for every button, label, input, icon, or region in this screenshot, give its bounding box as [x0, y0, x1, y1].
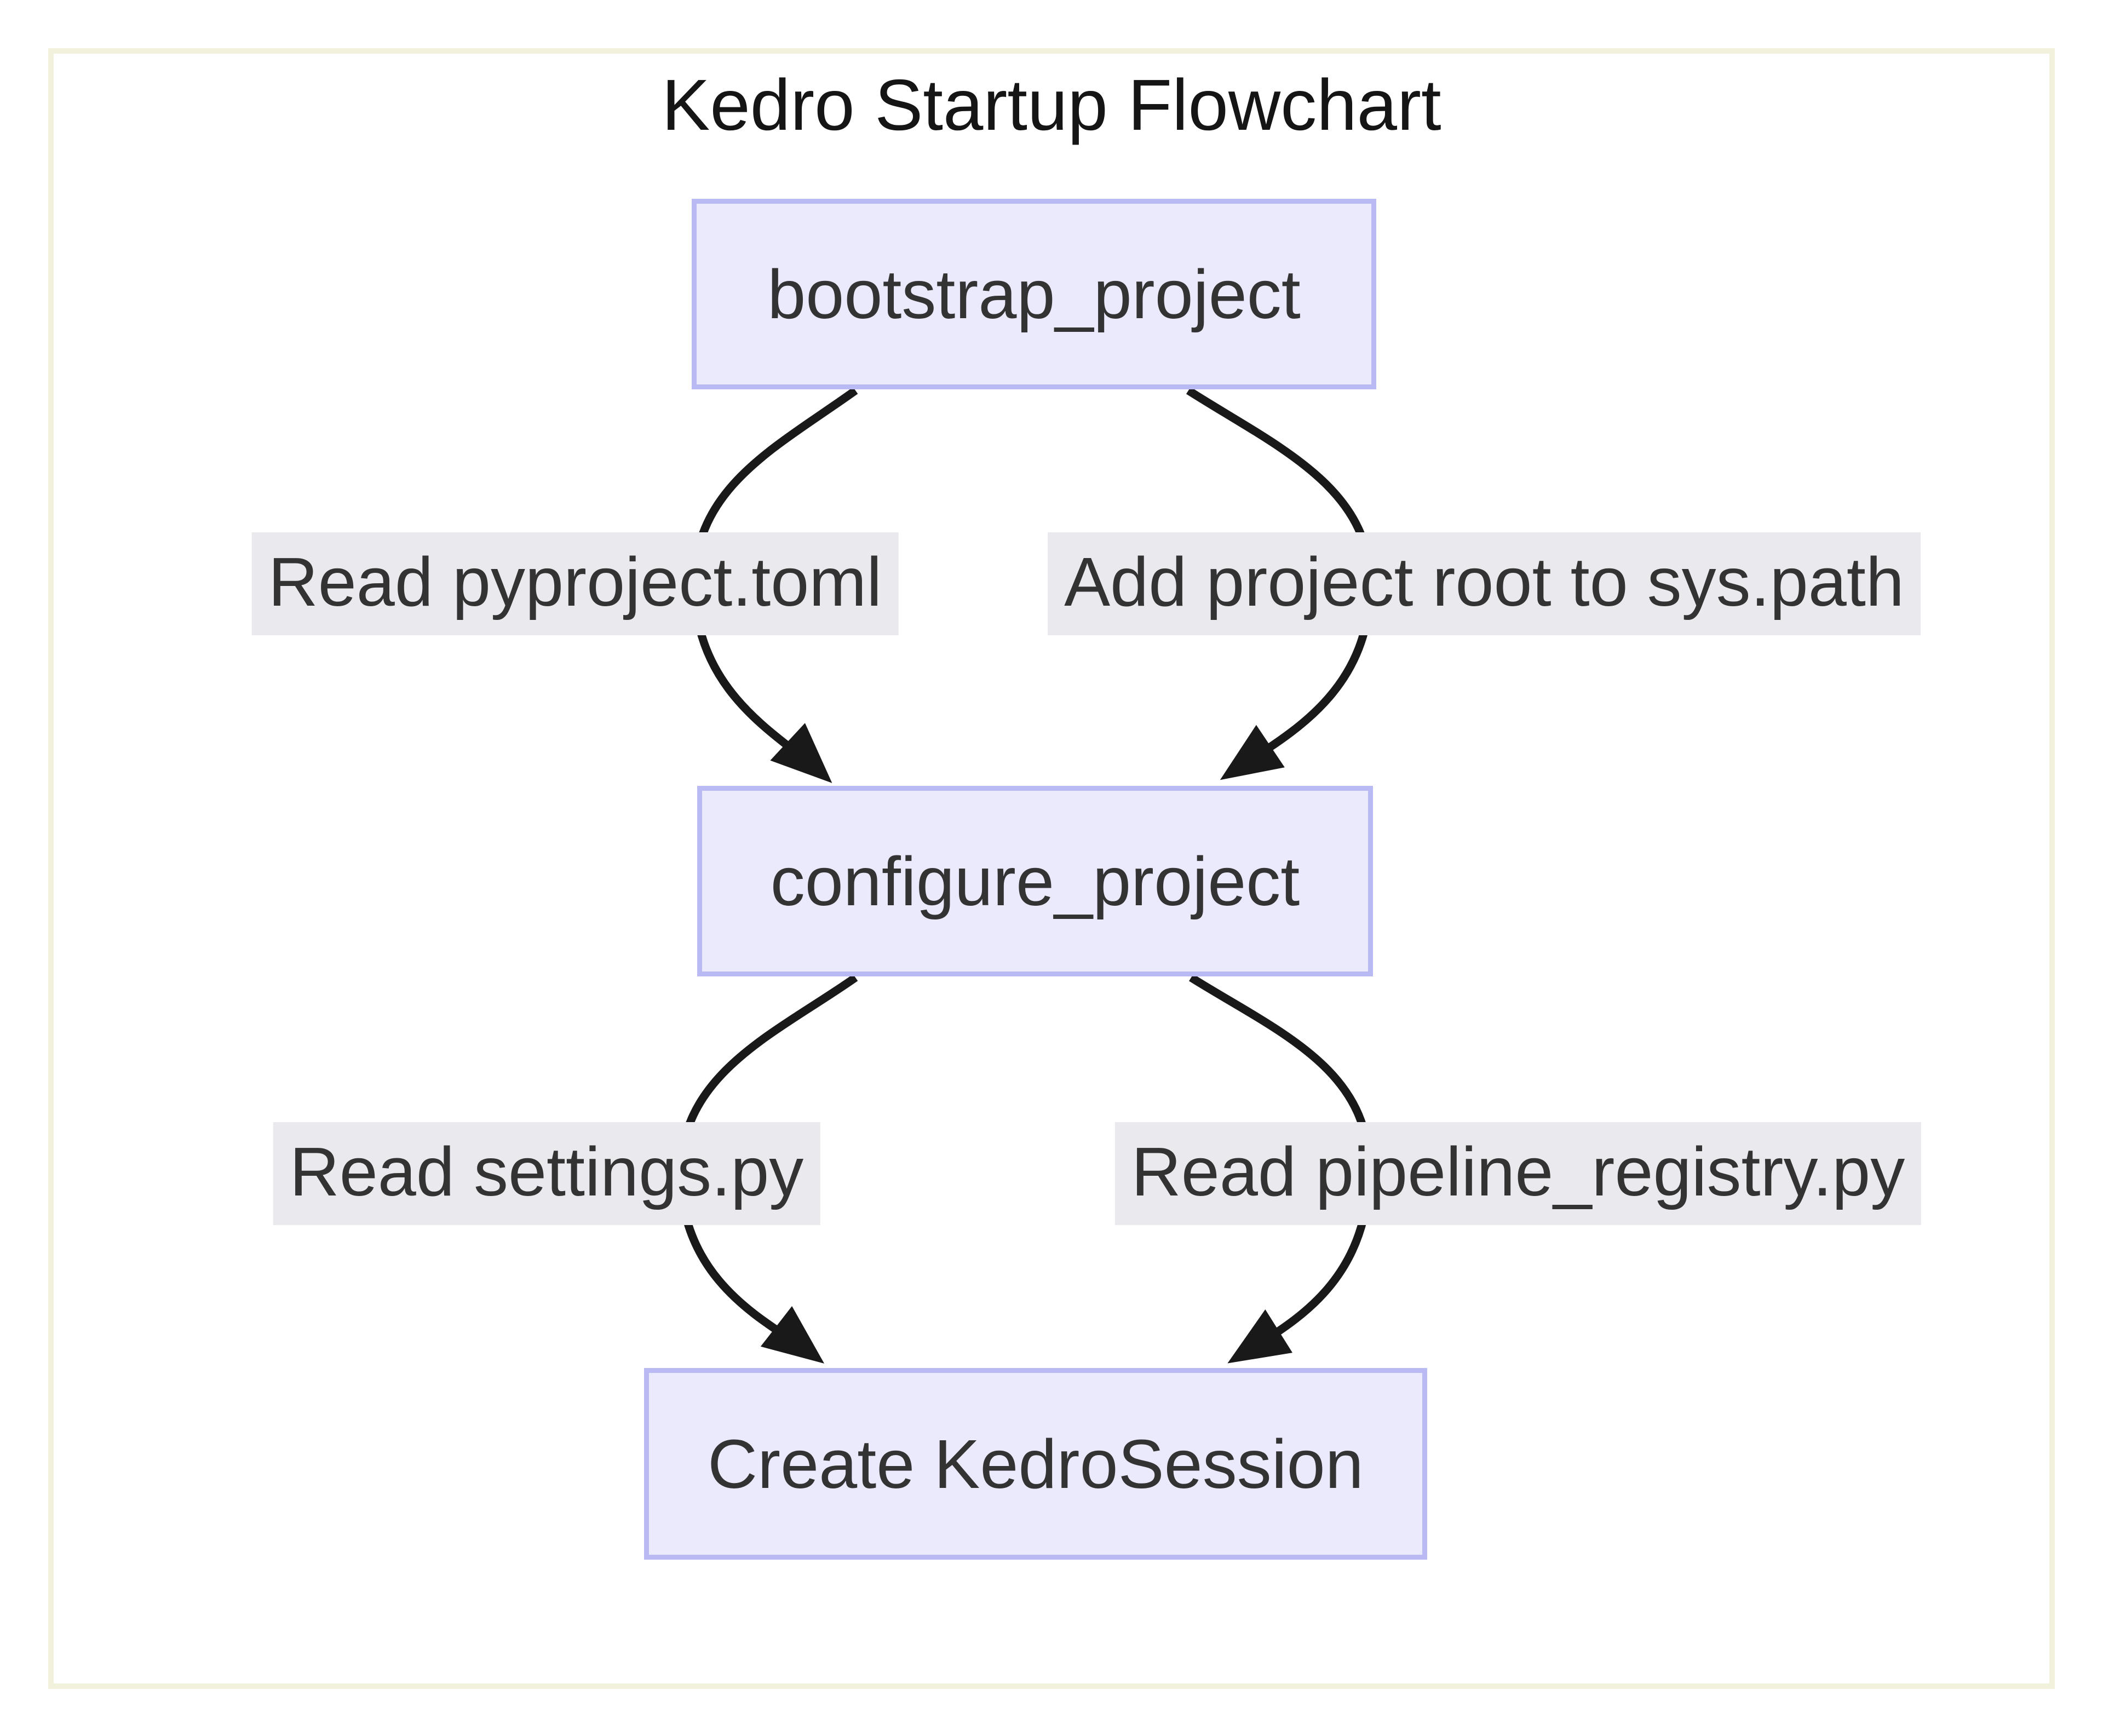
edge-label-read-pyproject-toml: Read pyproject.toml: [251, 532, 899, 635]
edge-label-add-project-root-to-sys-path: Add project root to sys.path: [1048, 532, 1921, 635]
edge-label-read-pipeline-registry-py: Read pipeline_registry.py: [1114, 1122, 1922, 1225]
flowchart-node-create-kedrosession: Create KedroSession: [644, 1368, 1427, 1560]
diagram-frame: [48, 48, 2055, 1689]
flowchart-node-bootstrap-project: bootstrap_project: [692, 199, 1376, 389]
edge-label-read-settings-py: Read settings.py: [273, 1122, 820, 1225]
diagram-title: Kedro Startup Flowchart: [662, 65, 1441, 145]
flowchart-node-configure-project: configure_project: [697, 786, 1373, 976]
